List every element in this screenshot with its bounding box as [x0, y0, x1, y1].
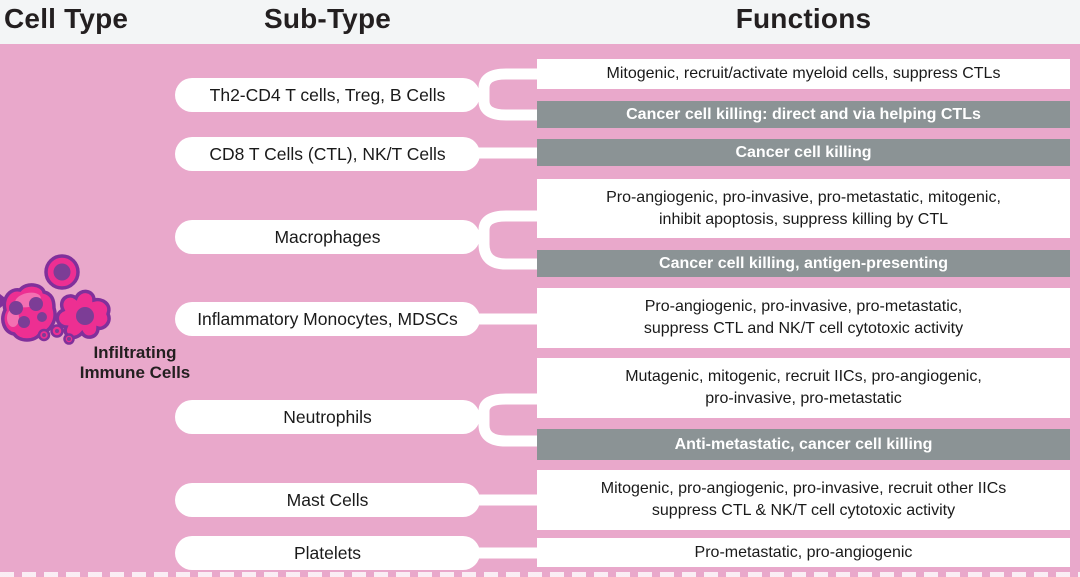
column-header-functions: Functions [735, 3, 872, 34]
function-box: Anti-metastatic, cancer cell killing [537, 429, 1070, 460]
function-text: Anti-metastatic, cancer cell killing [674, 435, 933, 453]
function-text: suppress CTL & NK/T cell cytotoxic activ… [651, 502, 956, 519]
function-box: Cancer cell killing [537, 139, 1070, 166]
function-box: Mitogenic, recruit/activate myeloid cell… [537, 59, 1070, 89]
function-box: Mutagenic, mitogenic, recruit IICs, pro-… [537, 358, 1070, 418]
function-text: pro-invasive, pro-metastatic [705, 390, 902, 407]
column-header-cell-type: Cell Type [4, 3, 129, 34]
function-box: Cancer cell killing, antigen-presenting [537, 250, 1070, 277]
subtype-pill-platelets: Platelets [175, 536, 480, 570]
cell-type-label: Infiltrating Immune Cells [40, 343, 230, 383]
function-text: Mitogenic, pro-angiogenic, pro-invasive,… [600, 480, 1007, 497]
function-text: inhibit apoptosis, suppress killing by C… [658, 210, 949, 228]
subtype-pill-neutrophils: Neutrophils [175, 400, 480, 434]
header-row: Cell Type Sub-Type Functions [0, 0, 1080, 44]
dashed-boundary-line [0, 572, 1080, 577]
subtype-pill-mast-cells: Mast Cells [175, 483, 480, 517]
function-text: Mitogenic, recruit/activate myeloid cell… [606, 65, 1001, 82]
function-text: Mutagenic, mitogenic, recruit IICs, pro-… [625, 368, 982, 385]
cell-type-label-line2: Immune Cells [79, 363, 191, 382]
function-box: Mitogenic, pro-angiogenic, pro-invasive,… [537, 470, 1070, 530]
function-text: Cancer cell killing, antigen-presenting [659, 254, 948, 272]
function-text: Cancer cell killing: direct and via help… [626, 105, 981, 123]
function-text: Pro-metastatic, pro-angiogenic [694, 543, 913, 561]
function-text: suppress CTL and NK/T cell cytotoxic act… [643, 320, 964, 337]
function-text: Pro-angiogenic, pro-invasive, pro-metast… [644, 298, 963, 315]
function-box: Pro-angiogenic, pro-invasive, pro-metast… [537, 179, 1070, 238]
function-box: Pro-angiogenic, pro-invasive, pro-metast… [537, 288, 1070, 348]
subtype-pill-th2-cd4: Th2-CD4 T cells, Treg, B Cells [175, 78, 480, 112]
cell-type-label-line1: Infiltrating [93, 343, 177, 362]
function-text: Cancer cell killing [735, 143, 872, 161]
subtype-pill-macrophages: Macrophages [175, 220, 480, 254]
function-box: Cancer cell killing: direct and via help… [537, 101, 1070, 128]
function-text: Pro-angiogenic, pro-invasive, pro-metast… [606, 188, 1001, 206]
subtype-pill-cd8: CD8 T Cells (CTL), NK/T Cells [175, 137, 480, 171]
subtype-pill-monocytes-mdscs: Inflammatory Monocytes, MDSCs [175, 302, 480, 336]
column-header-sub-type: Sub-Type [263, 3, 392, 34]
function-box: Pro-metastatic, pro-angiogenic [537, 538, 1070, 567]
